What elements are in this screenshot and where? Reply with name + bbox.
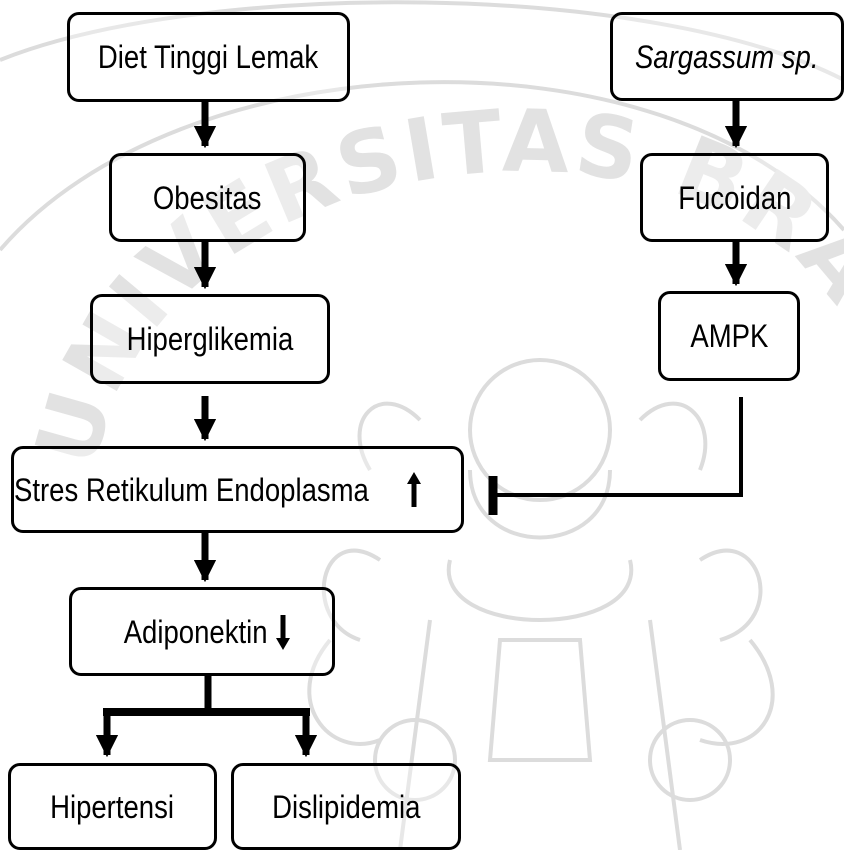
- node-label: Obesitas: [153, 182, 262, 214]
- node-obesitas: Obesitas: [109, 153, 306, 242]
- node-sargassum-sp: Sargassum sp.: [610, 12, 844, 101]
- node-diet-tinggi-lemak: Diet Tinggi Lemak: [67, 12, 350, 102]
- node-label: Diet Tinggi Lemak: [98, 41, 318, 73]
- node-label: Adiponektin: [124, 616, 268, 648]
- node-label: Stres Retikulum Endoplasma: [14, 474, 369, 506]
- node-fucoidan: Fucoidan: [640, 153, 829, 242]
- node-label: AMPK: [690, 320, 768, 352]
- node-hipertensi: Hipertensi: [8, 763, 217, 850]
- arrow-down-icon: [274, 613, 292, 651]
- node-label: Dislipidemia: [272, 791, 420, 823]
- node-ampk: AMPK: [658, 291, 800, 381]
- node-label: Hipertensi: [51, 791, 175, 823]
- node-label: Hiperglikemia: [127, 323, 294, 355]
- edge-ampk-stres-inhibition: [493, 397, 741, 515]
- node-adiponektin: Adiponektin: [69, 587, 335, 676]
- node-hiperglikemia: Hiperglikemia: [90, 294, 330, 384]
- node-stres-retikulum-endoplasma: Stres Retikulum Endoplasma: [11, 446, 464, 533]
- node-label: Sargassum sp.: [635, 41, 819, 73]
- node-dislipidemia: Dislipidemia: [231, 763, 461, 850]
- node-label: Fucoidan: [678, 182, 791, 214]
- arrow-up-icon: [405, 471, 423, 509]
